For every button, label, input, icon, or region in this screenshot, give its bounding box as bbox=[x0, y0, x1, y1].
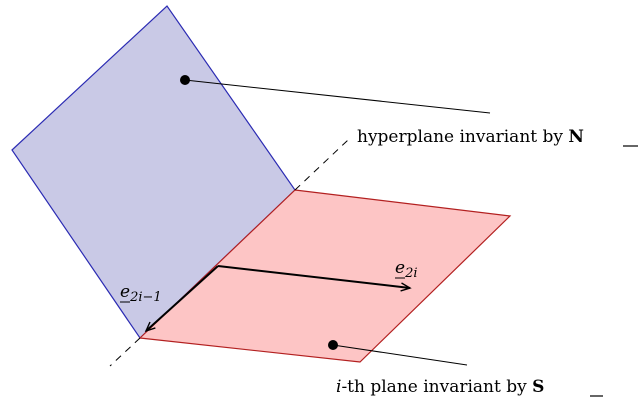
vector-e2i-arrow bbox=[217, 265, 412, 292]
vector-e2i-minus-1-label: e2i−1 bbox=[120, 282, 162, 305]
intersection-line-upper-dashed bbox=[294, 139, 349, 191]
hyperplane-leader-line bbox=[184, 79, 491, 114]
hyperplane-marker-dot bbox=[180, 75, 190, 85]
plane-leader-line bbox=[332, 344, 468, 366]
intersection-line-lower-dashed bbox=[109, 337, 141, 367]
plane-label: i-th plane invariant by S bbox=[336, 377, 544, 397]
plane-marker-dot bbox=[328, 340, 338, 350]
vector-e2i-label: e2i bbox=[395, 258, 418, 281]
hyperplane-label: hyperplane invariant by N bbox=[357, 127, 584, 147]
vector-e2i-minus-1-arrow bbox=[144, 265, 219, 333]
